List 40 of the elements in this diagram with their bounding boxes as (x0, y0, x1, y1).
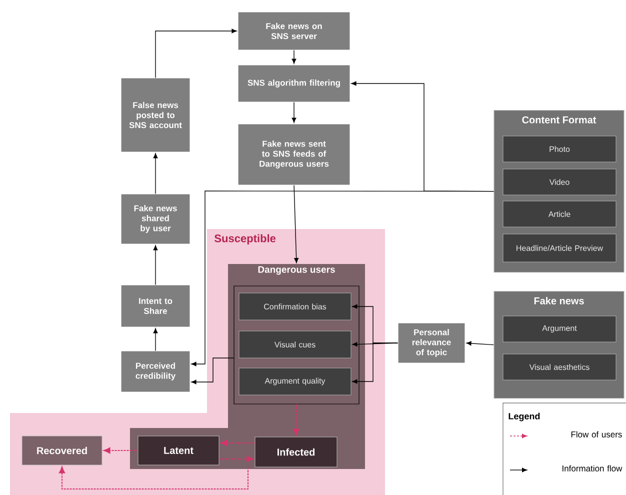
process-box: Fake news on SNS server (238, 12, 350, 50)
flow-arrow (58, 466, 248, 490)
state-box: Recovered (22, 436, 102, 466)
frame-box (234, 286, 360, 404)
state-box: Latent (138, 436, 220, 466)
process-box: Fake news shared by user (120, 194, 190, 244)
flow-arrow (220, 440, 256, 446)
factor-box: Visual cues (238, 330, 352, 358)
flow-arrow (218, 456, 254, 462)
process-box: Personal relevance of topic (398, 322, 466, 364)
item-box: Headline/Article Preview (502, 234, 616, 262)
factor-box: Argument quality (238, 368, 352, 396)
item-box: Article (502, 200, 616, 228)
process-box: SNS algorithm filtering (238, 64, 350, 102)
arrow (153, 328, 158, 352)
process-box: Fake news sent to SNS feeds of Dangerous users (238, 124, 350, 186)
state-box: Infected (254, 436, 338, 468)
process-box: Intent to Share (120, 284, 190, 328)
process-box: Perceived credibility (120, 350, 190, 392)
arrow (191, 358, 234, 384)
flow-arrow (293, 404, 300, 436)
process-box: False news posted to SNS account (120, 78, 190, 152)
arrow (294, 184, 299, 264)
arrow (352, 342, 398, 384)
arrow (153, 245, 158, 286)
legend-text: Flow of users (571, 431, 622, 438)
arrow (466, 341, 494, 346)
item-box: Argument (502, 316, 616, 342)
arrow (292, 102, 296, 123)
arrow (153, 153, 158, 194)
flow-arrow (104, 447, 138, 454)
item-box: Visual aesthetics (502, 354, 616, 380)
factor-box: Confirmation bias (238, 292, 352, 320)
legend-text: Information flow (562, 465, 622, 472)
item-box: Photo (502, 136, 616, 162)
arrow (155, 28, 237, 78)
legend-title: Legend (508, 412, 540, 422)
item-box: Video (502, 168, 616, 196)
arrow (292, 50, 296, 64)
arrow (191, 190, 494, 366)
